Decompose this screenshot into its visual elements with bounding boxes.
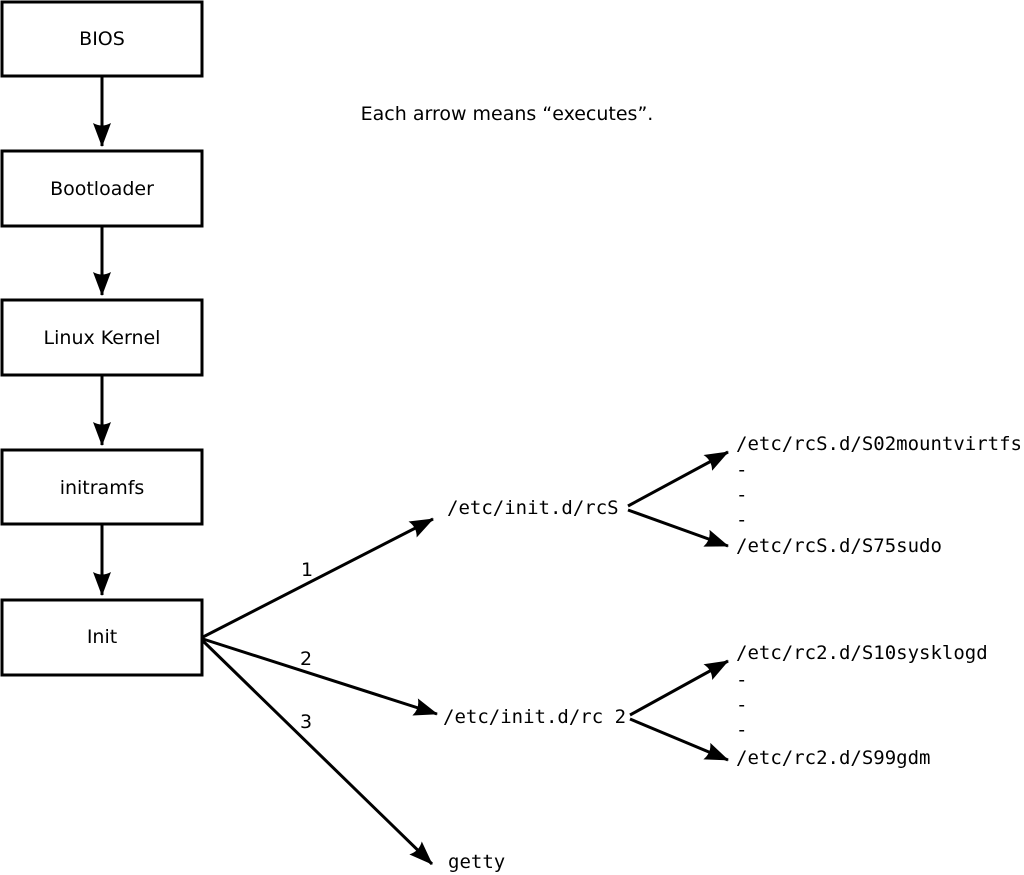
rcs-child-1: - — [736, 459, 747, 481]
init-label: Init — [87, 626, 117, 648]
flow-node-initramfs: initramfs — [0, 448, 204, 526]
rc2-child-3: - — [736, 719, 747, 741]
bootloader-label: Bootloader — [50, 178, 154, 200]
arrow-init-to-getty — [201, 639, 434, 866]
branch-order-1: 1 — [301, 559, 313, 581]
rcs-script-label: /etc/init.d/rcS — [447, 497, 619, 519]
bios-label: BIOS — [79, 28, 125, 50]
rcs-child-0: /etc/rcS.d/S02mountvirtfs — [736, 433, 1022, 455]
caption-arrow-meaning: Each arrow means “executes”. — [361, 103, 654, 125]
linux-kernel-box — [0, 298, 204, 377]
arrow-rc2-to-first-child — [629, 659, 729, 717]
flow-node-init: Init — [0, 598, 204, 677]
flow-node-bootloader: Bootloader — [0, 149, 204, 228]
bios-box — [0, 0, 204, 78]
init-box — [0, 598, 204, 677]
arrow-init-to-rc2 — [202, 637, 438, 716]
rcs-child-4: /etc/rcS.d/S75sudo — [736, 535, 942, 557]
rc2-child-0: /etc/rc2.d/S10sysklogd — [736, 642, 988, 664]
bootloader-box — [0, 149, 204, 228]
initramfs-box — [0, 448, 204, 526]
arrow-rcs-to-last-child — [627, 508, 729, 548]
rc2-script-label: /etc/init.d/rc 2 — [443, 706, 626, 728]
branch-order-3: 3 — [300, 711, 312, 733]
arrow-rc2-to-last-child — [629, 717, 729, 762]
rc2-child-4: /etc/rc2.d/S99gdm — [736, 747, 930, 769]
getty-label: getty — [448, 851, 505, 873]
rcs-child-3: - — [736, 509, 747, 531]
initramfs-label: initramfs — [60, 477, 145, 499]
branch-order-2: 2 — [300, 648, 312, 670]
flow-node-bios: BIOS — [0, 0, 204, 78]
flow-node-linux-kernel: Linux Kernel — [0, 298, 204, 377]
rc2-child-2: - — [736, 694, 747, 716]
linux-kernel-label: Linux Kernel — [44, 327, 161, 349]
rc2-child-1: - — [736, 669, 747, 691]
rcs-child-2: - — [736, 484, 747, 506]
arrow-init-to-rcs — [202, 517, 434, 639]
arrow-rcs-to-first-child — [627, 450, 729, 508]
